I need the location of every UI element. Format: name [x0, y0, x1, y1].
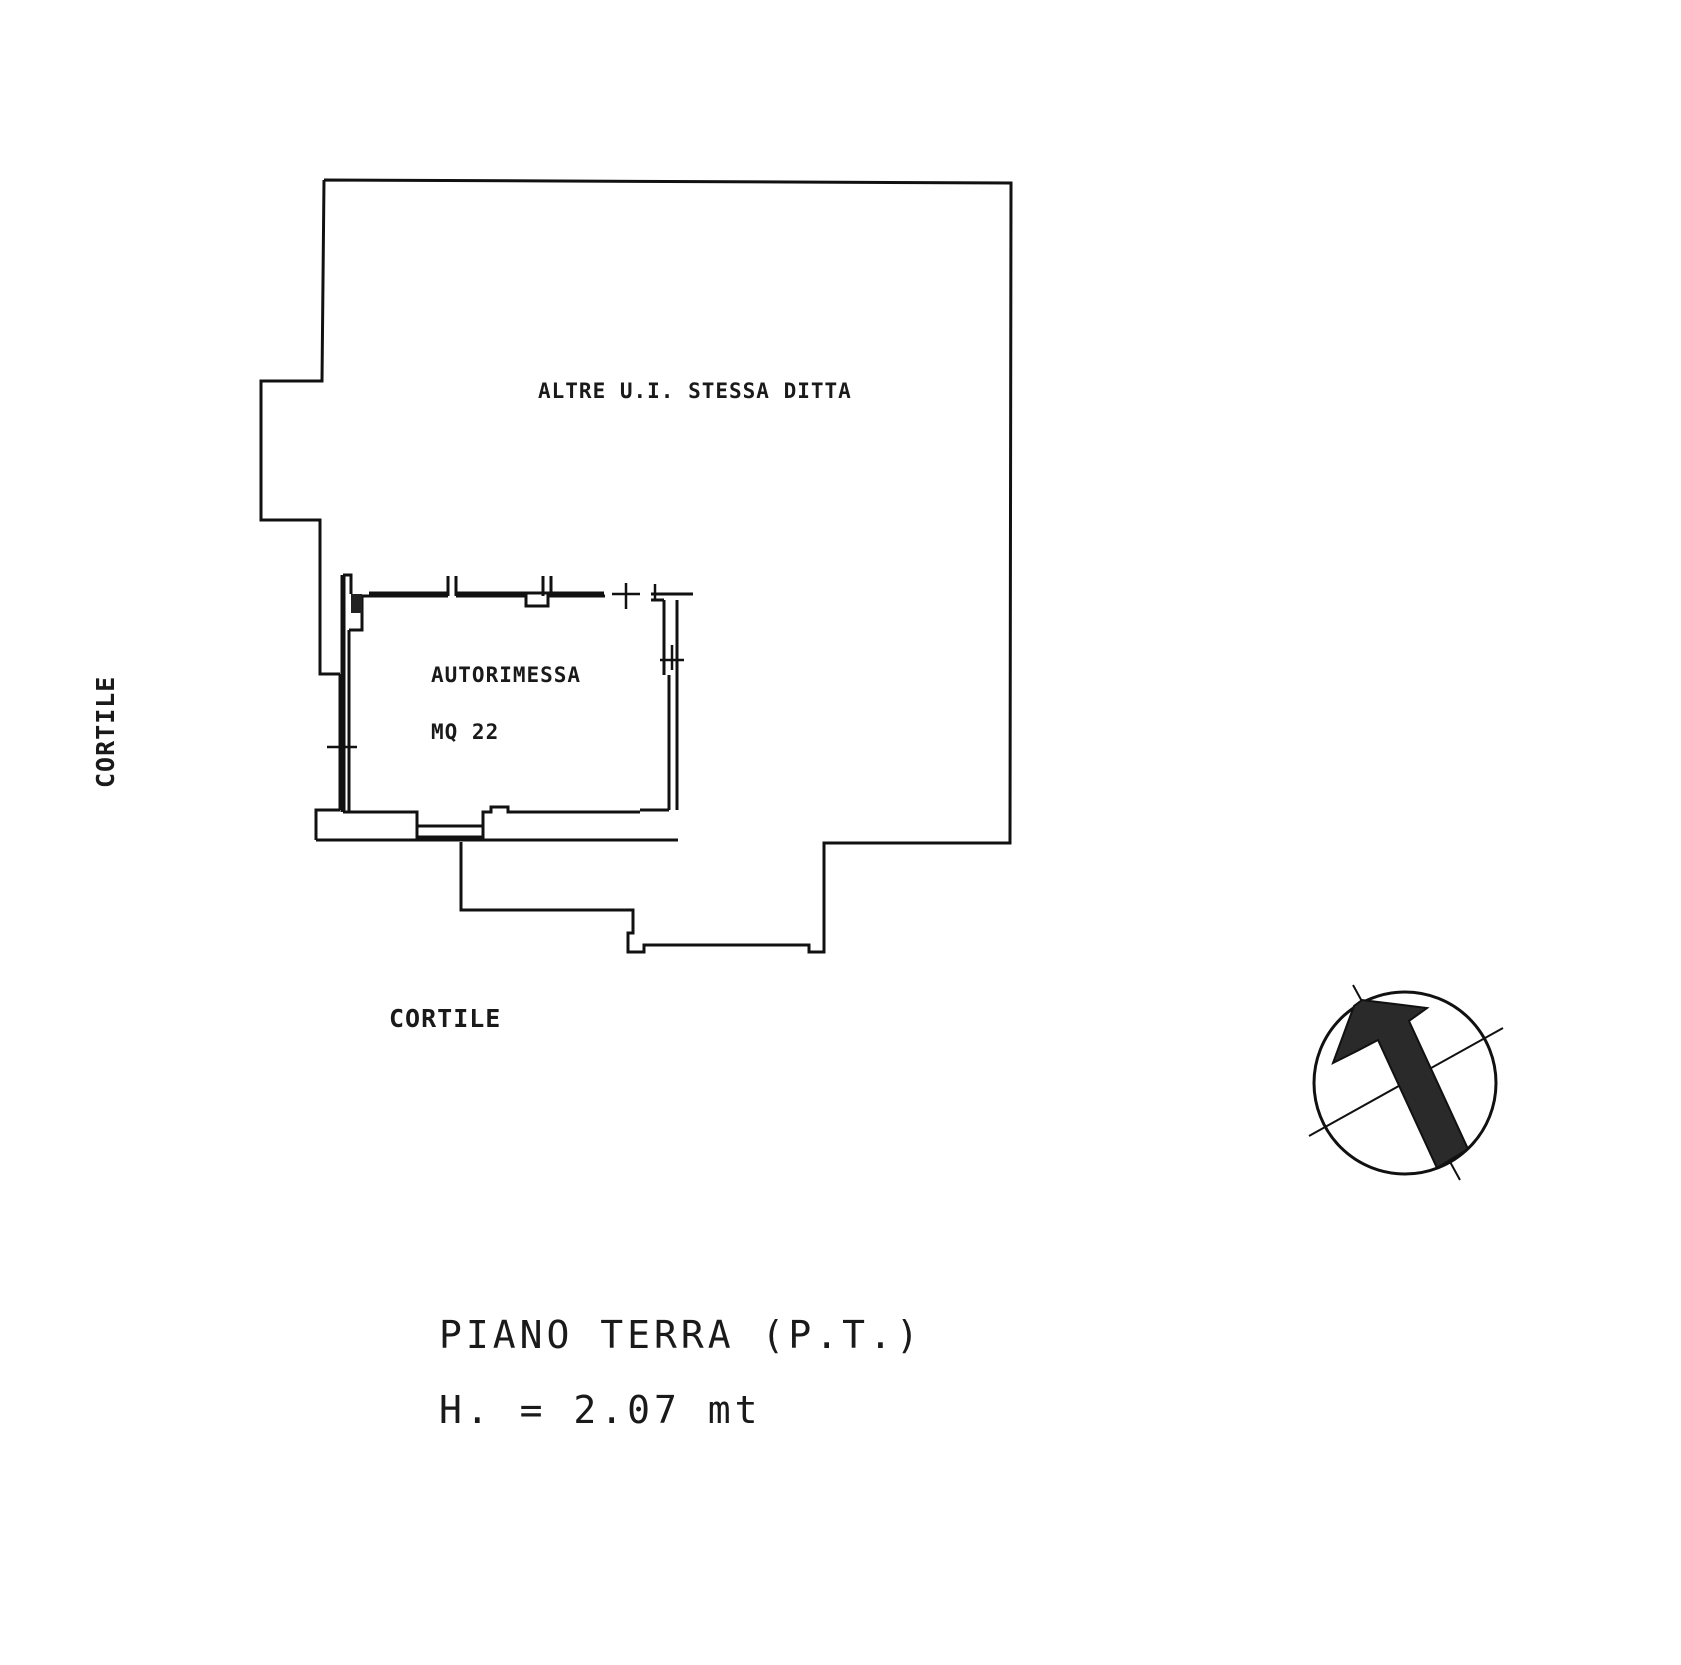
floor-height: H. = 2.07 mt — [439, 1388, 762, 1432]
room-name-label: AUTORIMESSA — [431, 663, 581, 687]
opening-marks — [327, 583, 684, 757]
building-outline — [259, 178, 1013, 954]
floor-title: PIANO TERRA (P.T.) — [439, 1313, 923, 1357]
other-units-label: ALTRE U.I. STESSA DITTA — [538, 379, 852, 403]
garage-walls — [316, 573, 693, 842]
room-area-label: MQ 22 — [431, 720, 499, 744]
north-arrow-icon — [1308, 984, 1504, 1181]
courtyard-bottom-label: CORTILE — [389, 1004, 501, 1033]
corner-pillar — [351, 594, 362, 613]
courtyard-left-label: CORTILE — [91, 676, 120, 788]
